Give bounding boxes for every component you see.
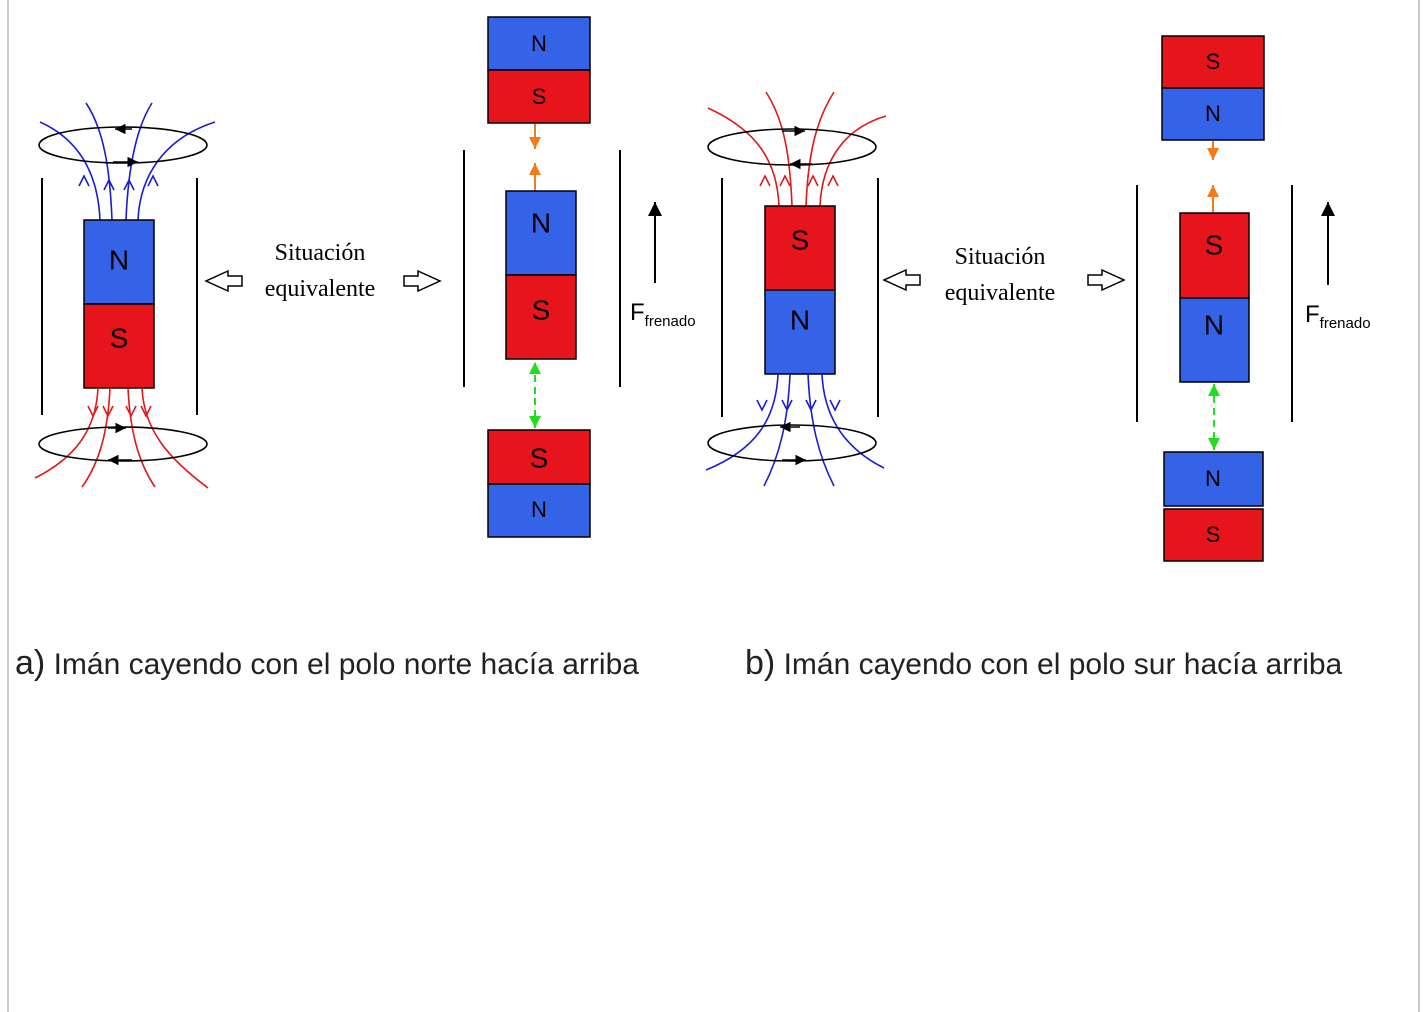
current-loop-bottom	[38, 426, 208, 462]
pole-label-s: S	[532, 84, 547, 109]
force-subscript: frenado	[645, 313, 696, 330]
hollow-arrow-left-icon	[882, 268, 921, 292]
bottom-magnet-north	[487, 483, 591, 538]
panel-b-equivalent-situation: S N S N N S Ffrenado	[1136, 35, 1371, 562]
top-magnet-north	[487, 16, 591, 71]
panel-a-equivalent-situation: N S N S S N Ffrenado	[463, 16, 696, 538]
current-loop-top	[38, 126, 208, 164]
braking-force-label: Ffrenado	[630, 299, 696, 330]
caption-a-letter: a)	[15, 644, 46, 682]
braking-force-label: Ffrenado	[1305, 301, 1371, 332]
magnet-south-pole	[83, 303, 155, 389]
hollow-arrow-right-icon	[1087, 268, 1126, 292]
top-magnet-south	[487, 69, 591, 124]
caption-a: a) Imán cayendo con el polo norte hacía …	[15, 644, 639, 683]
pole-label-s: S	[532, 294, 551, 325]
pole-label-n: N	[1205, 466, 1221, 491]
hollow-arrow-right-icon	[403, 269, 442, 293]
equivalent-label-line2: equivalente	[945, 280, 1056, 306]
pole-label-n: N	[1205, 101, 1221, 126]
pole-label-s: S	[1205, 229, 1224, 260]
pole-label-s: S	[1206, 49, 1221, 74]
force-subscript: frenado	[1320, 315, 1371, 332]
magnet-north-pole	[764, 289, 836, 375]
caption-a-text: Imán cayendo con el polo norte hacía arr…	[45, 648, 639, 681]
pole-label-n: N	[531, 497, 547, 522]
magnet-north-pole	[83, 219, 155, 305]
equivalent-label-line1: Situación	[955, 244, 1046, 270]
pole-label-n: N	[531, 207, 551, 238]
current-loop-bottom	[707, 424, 877, 462]
bottom-magnet-north	[1163, 451, 1264, 507]
caption-b-text: Imán cayendo con el polo sur hacía arrib…	[775, 648, 1343, 681]
bottom-magnet-south	[1163, 508, 1264, 562]
hollow-arrow-left-icon	[204, 269, 243, 293]
pole-label-s: S	[110, 322, 129, 353]
force-main: F	[630, 299, 645, 326]
equivalent-label-line2: equivalente	[265, 276, 376, 302]
panel-b-falling-magnet: S N	[705, 91, 887, 487]
current-loop-top	[707, 128, 877, 166]
pole-label-n: N	[109, 244, 129, 275]
equivalent-label-line1: Situación	[275, 240, 366, 266]
magnet-south-pole	[764, 205, 836, 291]
falling-magnet-south	[505, 274, 577, 360]
falling-magnet-south	[1179, 212, 1250, 299]
panel-a-falling-magnet: N S	[34, 102, 216, 489]
caption-b-letter: b)	[745, 644, 776, 682]
equivalence-b: Situación equivalente	[882, 244, 1126, 306]
caption-b: b) Imán cayendo con el polo sur hacía ar…	[745, 644, 1342, 683]
pole-label-s: S	[530, 442, 549, 473]
pole-label-n: N	[790, 304, 810, 335]
falling-magnet-north	[505, 190, 577, 276]
field-lines-south	[34, 387, 209, 489]
pole-label-n: N	[531, 31, 547, 56]
force-main: F	[1305, 301, 1320, 328]
equivalence-a: Situación equivalente	[204, 240, 442, 302]
pole-label-s: S	[1206, 522, 1221, 547]
top-magnet-south	[1161, 35, 1265, 89]
pole-label-n: N	[1204, 309, 1224, 340]
field-lines-south	[707, 91, 887, 207]
falling-magnet-north	[1179, 297, 1250, 383]
field-lines-north	[705, 373, 885, 487]
pole-label-s: S	[791, 224, 810, 255]
top-magnet-north	[1161, 87, 1265, 141]
